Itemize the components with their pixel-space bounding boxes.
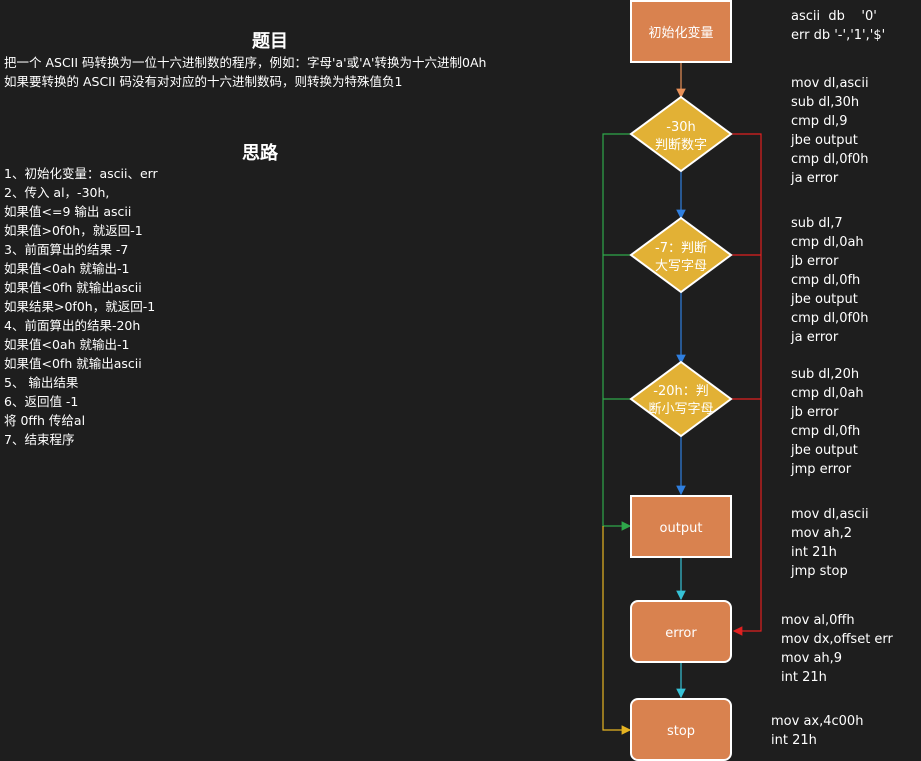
- code-line: sub dl,20h: [791, 367, 860, 382]
- node-label: stop: [667, 724, 695, 739]
- step-line: 1、初始化变量：ascii、err: [4, 166, 158, 181]
- process-node-error: error: [630, 600, 732, 663]
- code-line: int 21h: [771, 733, 817, 748]
- connector-green-to-output: [602, 133, 632, 531]
- step-line: 如果值<0fh 就输出ascii: [4, 280, 142, 295]
- code-line: mov dx,offset err: [781, 632, 893, 647]
- code-line: cmp dl,0ah: [791, 386, 864, 401]
- process-node-stop: stop: [630, 698, 732, 761]
- step-line: 如果值<0ah 就输出-1: [4, 337, 130, 352]
- step-line: 将 0ffh 传给al: [4, 413, 86, 428]
- code-line: mov ax,4c00h: [771, 714, 864, 729]
- code-line: cmp dl,0f0h: [791, 311, 869, 326]
- step-line: 如果结果>0f0h，就返回-1: [4, 299, 156, 314]
- step-line: 3、前面算出的结果 -7: [4, 242, 129, 257]
- node-label: -7：判断: [655, 241, 707, 256]
- code-line: int 21h: [781, 670, 827, 685]
- code-line: sub dl,7: [791, 216, 843, 231]
- node-label: error: [665, 626, 697, 641]
- code-line: jb error: [791, 254, 839, 269]
- code-line: cmp dl,0f0h: [791, 152, 869, 167]
- node-label: -20h：判: [653, 384, 708, 399]
- code-line: jmp error: [791, 462, 852, 477]
- code-line: ascii db '0': [791, 9, 877, 24]
- node-label: output: [660, 521, 703, 536]
- code-line: cmp dl,9: [791, 114, 848, 129]
- node-label: 大写字母: [655, 259, 707, 274]
- code-line: mov ah,9: [781, 651, 843, 666]
- step-line: 如果值<0ah 就输出-1: [4, 261, 130, 276]
- code-line: cmp dl,0ah: [791, 235, 864, 250]
- problem-title: 题目: [252, 31, 288, 52]
- code-block-error: mov al,0ffh mov dx,offset err mov ah,9 i…: [781, 611, 893, 687]
- code-block-output: mov dl,ascii mov ah,2 int 21h jmp stop: [791, 505, 869, 581]
- code-line: cmp dl,0fh: [791, 424, 861, 439]
- code-line: ja error: [791, 171, 839, 186]
- node-label: -30h: [666, 120, 695, 135]
- code-line: cmp dl,0fh: [791, 273, 861, 288]
- node-label: 断小写字母: [648, 402, 713, 417]
- code-block-lowercase: sub dl,20h cmp dl,0ah jb error cmp dl,0f…: [791, 365, 864, 479]
- code-line: mov ah,2: [791, 526, 853, 541]
- step-line: 如果值<=9 输出 ascii: [4, 204, 132, 219]
- code-line: jmp stop: [791, 564, 848, 579]
- code-block-digit: mov dl,ascii sub dl,30h cmp dl,9 jbe out…: [791, 74, 869, 188]
- decision-node-lowercase: -20h：判 断小写字母: [629, 360, 733, 438]
- code-block-stop: mov ax,4c00h int 21h: [771, 712, 863, 750]
- step-line: 如果值<0fh 就输出ascii: [4, 356, 142, 371]
- step-line: 如果值>0f0h，就返回-1: [4, 223, 143, 238]
- code-line: mov dl,ascii: [791, 76, 869, 91]
- connector-yellow-to-stop: [602, 526, 632, 735]
- process-node-output: output: [630, 495, 732, 558]
- code-line: int 21h: [791, 545, 837, 560]
- step-line: 6、返回值 -1: [4, 394, 79, 409]
- process-node-init: 初始化变量: [630, 0, 732, 63]
- code-line: sub dl,30h: [791, 95, 860, 110]
- node-label: 判断数字: [655, 138, 707, 153]
- step-line: 4、前面算出的结果-20h: [4, 318, 141, 333]
- thinking-steps: 1、初始化变量：ascii、err 2、传入 al，-30h, 如果值<=9 输…: [4, 164, 158, 449]
- code-line: mov dl,ascii: [791, 507, 869, 522]
- code-block-init: ascii db '0' err db '-','1','$': [791, 7, 885, 45]
- code-line: ja error: [791, 330, 839, 345]
- thinking-title: 思路: [242, 143, 278, 164]
- code-line: jbe output: [791, 292, 858, 307]
- code-line: jbe output: [791, 133, 858, 148]
- problem-line: 如果要转换的 ASCII 码没有对对应的十六进制数码，则转换为特殊值负1: [4, 74, 403, 89]
- node-label: 初始化变量: [648, 25, 713, 41]
- step-line: 5、 输出结果: [4, 375, 79, 390]
- code-line: jb error: [791, 405, 839, 420]
- code-block-uppercase: sub dl,7 cmp dl,0ah jb error cmp dl,0fh …: [791, 214, 869, 347]
- decision-node-digit: -30h 判断数字: [629, 95, 733, 173]
- code-line: err db '-','1','$': [791, 28, 886, 43]
- code-line: mov al,0ffh: [781, 613, 855, 628]
- code-line: jbe output: [791, 443, 858, 458]
- step-line: 7、结束程序: [4, 432, 75, 447]
- problem-line: 把一个 ASCII 码转换为一位十六进制数的程序，例如：字母'a'或'A'转换为…: [4, 55, 487, 70]
- step-line: 2、传入 al，-30h,: [4, 185, 110, 200]
- connector-red-to-error: [731, 133, 762, 636]
- decision-node-uppercase: -7：判断 大写字母: [629, 216, 733, 294]
